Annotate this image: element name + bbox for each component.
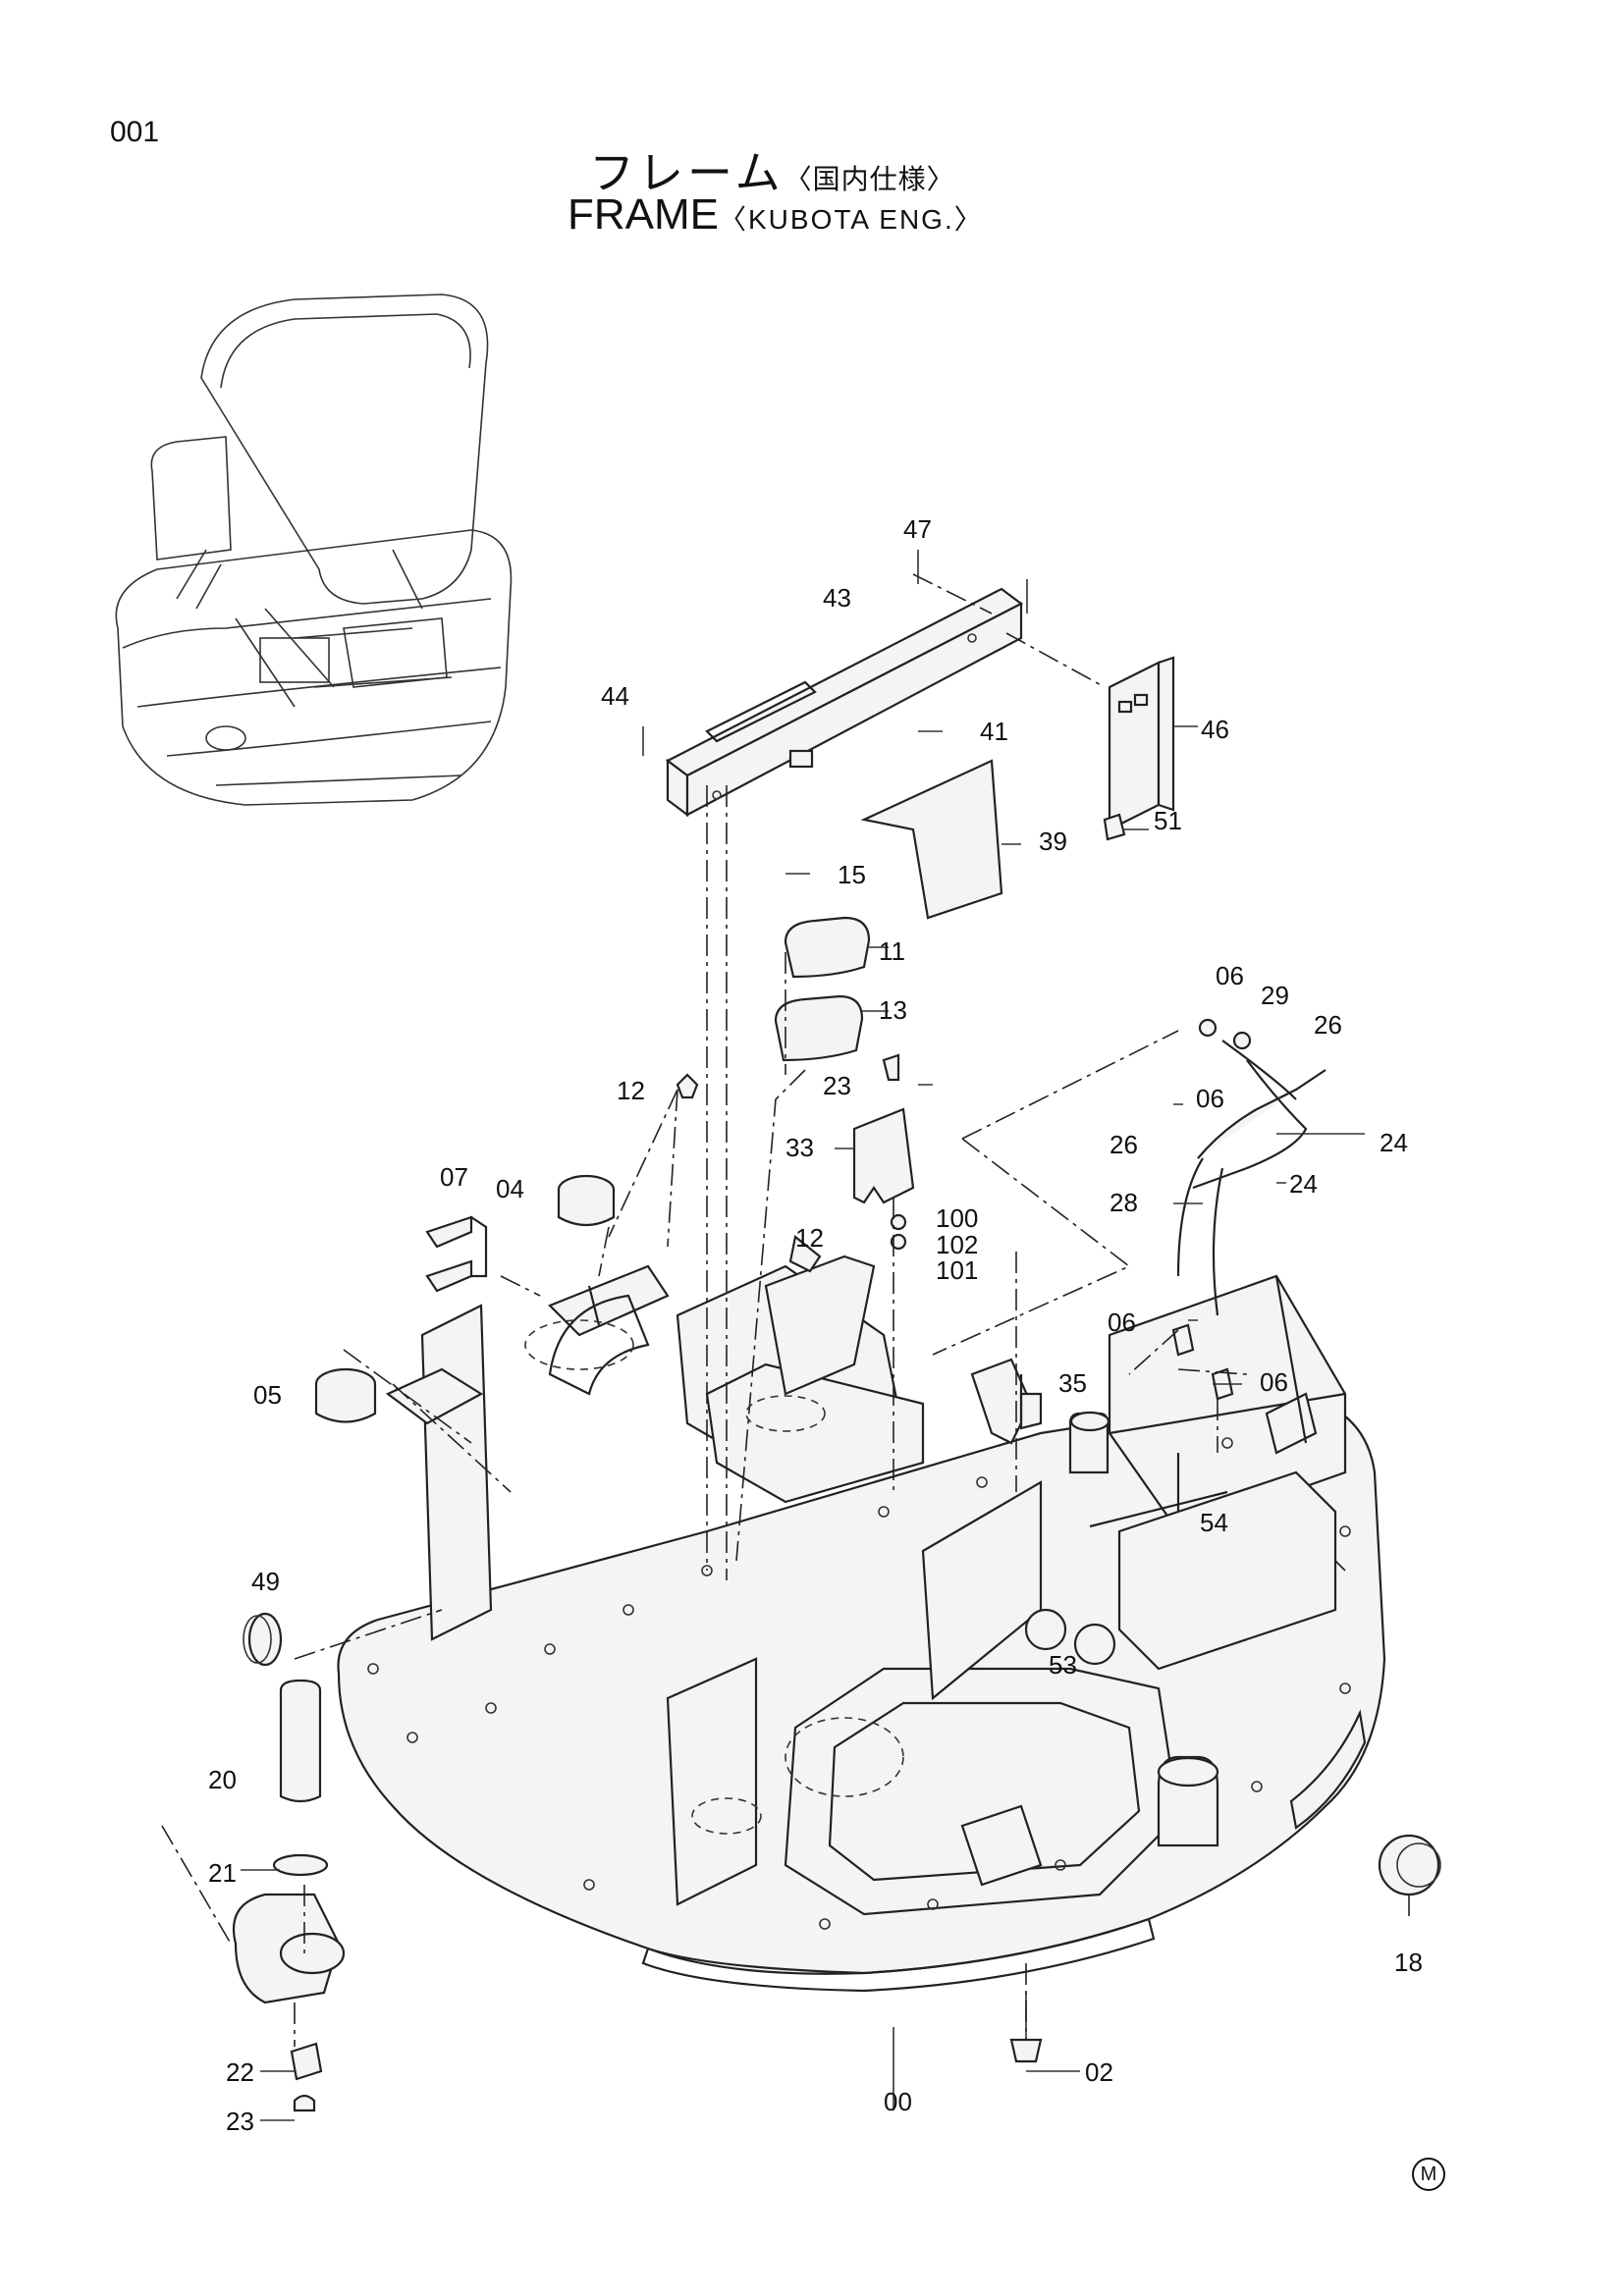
callout-part-24-lower: 24 (1289, 1169, 1318, 1199)
callout-part-11: 11 (879, 936, 905, 966)
main-frame-structure (337, 1255, 1386, 1993)
callout-part-41: 41 (980, 717, 1008, 746)
callout-part-15: 15 (838, 860, 866, 889)
callout-part-06-top: 06 (1216, 961, 1244, 990)
part-callouts: 00 02 04 05 06 06 06 06 07 11 12 12 13 1… (208, 514, 1423, 2136)
callout-part-13: 13 (879, 995, 907, 1025)
callout-part-07: 07 (440, 1162, 468, 1192)
callout-part-23-upper: 23 (823, 1071, 851, 1100)
title-japanese-main: フレーム (589, 147, 785, 198)
callout-part-29: 29 (1261, 981, 1289, 1010)
callout-part-22: 22 (226, 2057, 254, 2087)
component-parts (232, 1018, 1441, 2112)
callout-part-53: 53 (1049, 1650, 1077, 1680)
callout-part-21: 21 (208, 1858, 237, 1888)
machine-overview-illustration (115, 294, 513, 806)
title-english: FRAME〈KUBOTA ENG.〉 (568, 190, 984, 240)
callout-part-24-upper: 24 (1380, 1128, 1408, 1157)
callout-part-00: 00 (884, 2087, 912, 2116)
callout-part-35: 35 (1058, 1368, 1087, 1398)
callout-part-101: 101 (936, 1255, 978, 1285)
m-mark-symbol: M (1412, 2158, 1445, 2191)
callout-part-12-upper: 12 (617, 1076, 645, 1105)
callout-part-49: 49 (251, 1567, 280, 1596)
callout-part-06-left: 06 (1108, 1308, 1136, 1337)
callout-part-02: 02 (1085, 2057, 1113, 2087)
callout-part-102: 102 (936, 1230, 978, 1259)
callout-part-51: 51 (1154, 806, 1182, 835)
callout-part-06-right: 06 (1260, 1367, 1288, 1397)
callout-part-54: 54 (1200, 1508, 1228, 1537)
title-japanese-sub: 〈国内仕様〉 (784, 164, 955, 194)
callout-part-46: 46 (1201, 715, 1229, 744)
title-japanese: フレーム〈国内仕様〉 (589, 137, 955, 202)
callout-part-39: 39 (1039, 827, 1067, 856)
title-english-main: FRAME (568, 190, 719, 239)
leader-lines (161, 550, 1410, 2121)
callout-part-26-lower: 26 (1110, 1130, 1138, 1159)
callout-part-12-lower: 12 (795, 1223, 824, 1253)
callout-part-44: 44 (601, 681, 629, 711)
callout-part-100: 100 (936, 1203, 978, 1233)
callout-part-05: 05 (253, 1380, 282, 1410)
callout-part-06-mid: 06 (1196, 1084, 1224, 1113)
callout-part-18: 18 (1394, 1948, 1423, 1977)
callout-part-04: 04 (496, 1174, 524, 1203)
top-bracket-assembly (665, 587, 1175, 1445)
callout-part-43: 43 (823, 583, 851, 613)
callout-part-26-upper: 26 (1314, 1010, 1342, 1040)
callout-part-47: 47 (903, 514, 932, 544)
callout-part-28: 28 (1110, 1188, 1138, 1217)
callout-part-33: 33 (785, 1133, 814, 1162)
callout-part-23-lower: 23 (226, 2107, 254, 2136)
page-number: 001 (110, 116, 160, 148)
callout-part-20: 20 (208, 1765, 237, 1794)
title-english-sub: 〈KUBOTA ENG.〉 (719, 204, 984, 235)
